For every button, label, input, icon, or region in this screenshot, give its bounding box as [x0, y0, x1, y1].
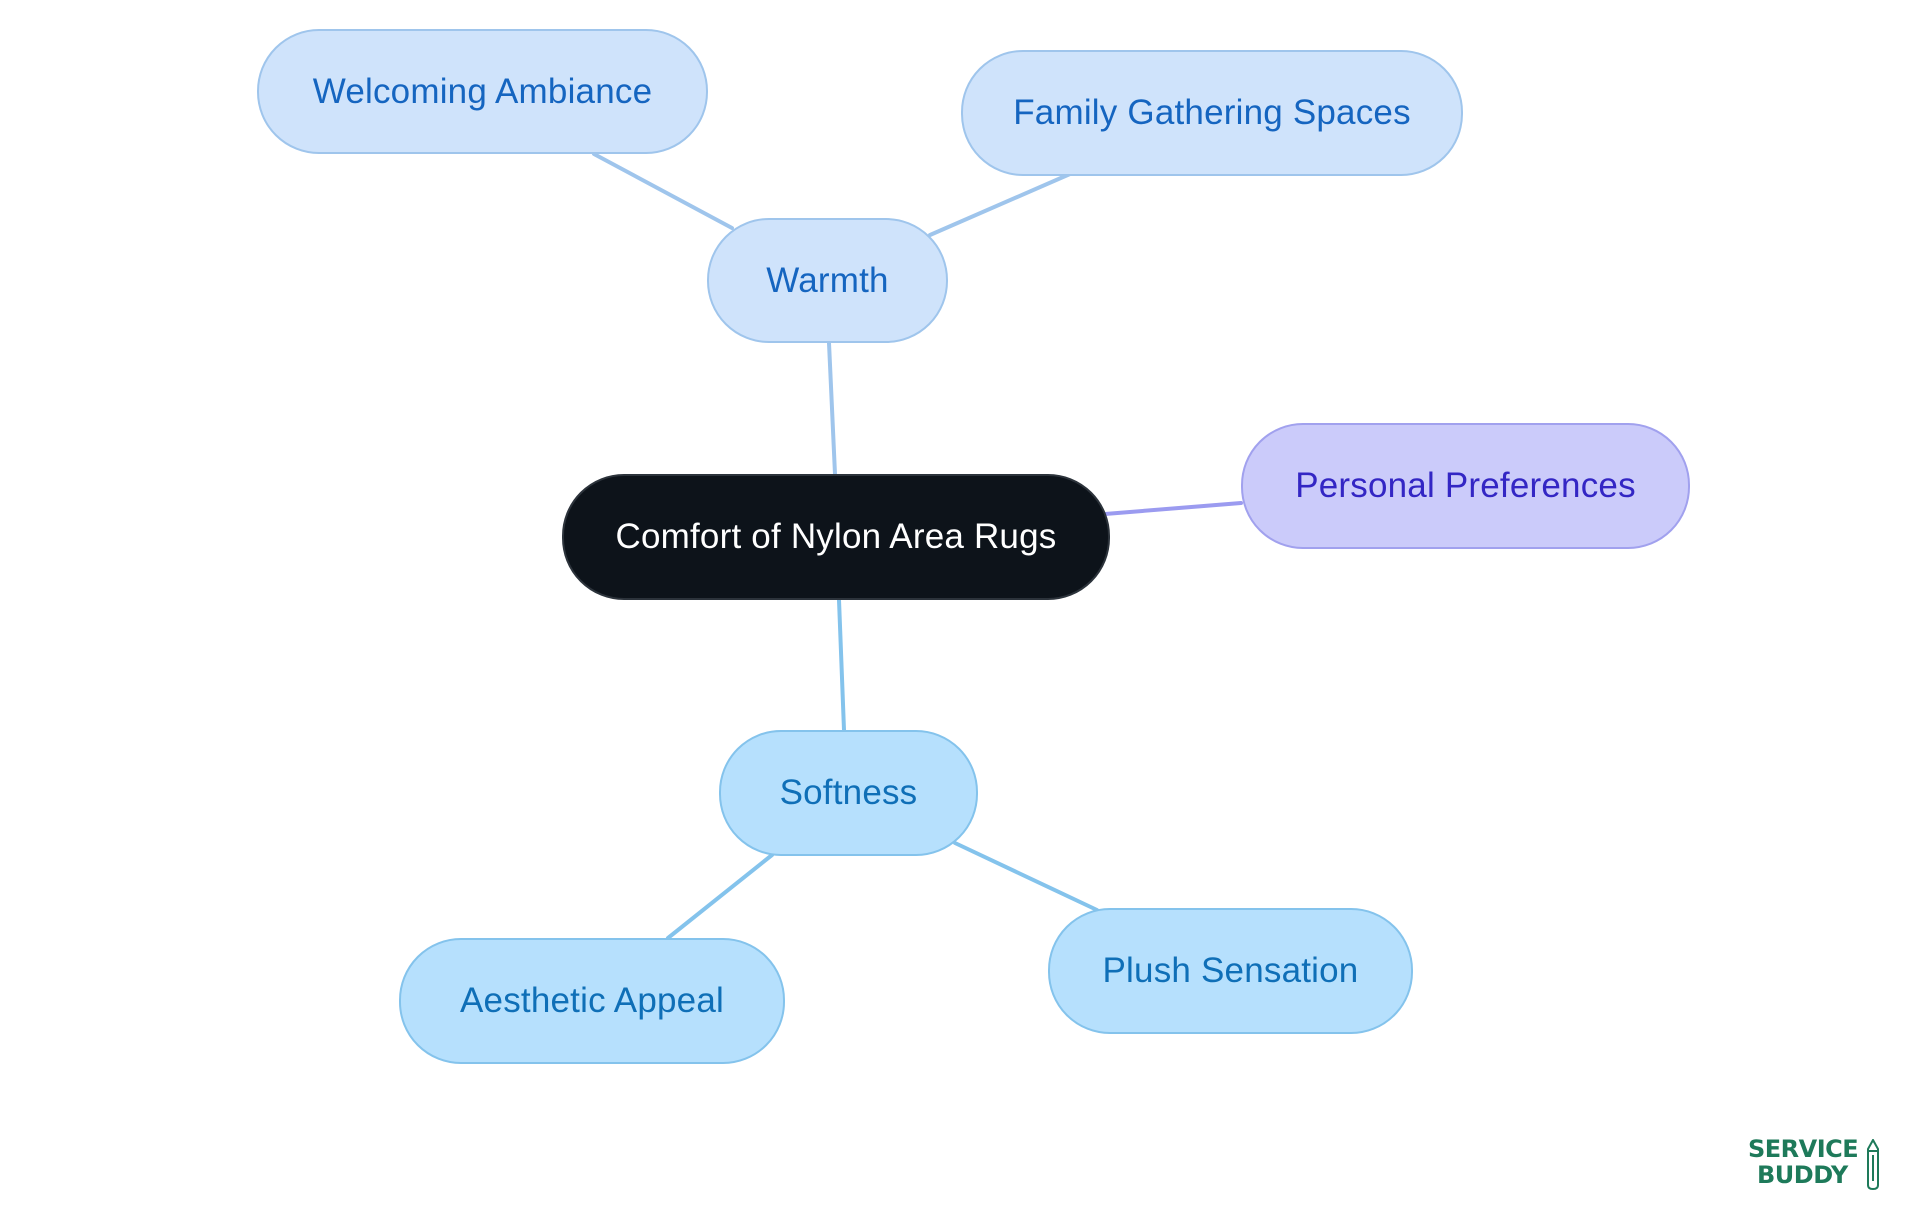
node-aesthetic-appeal-label: Aesthetic Appeal — [460, 981, 724, 1020]
node-warmth[interactable]: Warmth — [707, 218, 948, 343]
root-node-label: Comfort of Nylon Area Rugs — [615, 517, 1057, 556]
node-welcoming-ambiance-label: Welcoming Ambiance — [312, 71, 653, 111]
node-softness[interactable]: Softness — [719, 730, 978, 856]
node-softness-label: Softness — [779, 773, 918, 812]
edge-softness-plush — [953, 841, 1099, 912]
node-personal-preferences-label: Personal Preferences — [1295, 466, 1636, 505]
node-aesthetic-appeal[interactable]: Aesthetic Appeal — [399, 938, 785, 1064]
logo-line-2: BUDDY — [1757, 1161, 1848, 1189]
node-plush-sensation-label: Plush Sensation — [1102, 951, 1359, 990]
service-buddy-logo: SERVICE BUDDY — [1748, 1137, 1883, 1192]
logo-line-1: SERVICE — [1748, 1135, 1859, 1163]
edge-root-warmth — [827, 341, 837, 476]
edge-softness-aesthetic — [666, 853, 774, 940]
node-family-gathering-spaces[interactable]: Family Gathering Spaces — [961, 50, 1463, 176]
node-warmth-label: Warmth — [766, 260, 889, 300]
edge-root-pref — [1103, 501, 1243, 516]
edge-warmth-welcoming — [592, 152, 734, 230]
node-personal-preferences[interactable]: Personal Preferences — [1241, 423, 1690, 549]
pencil-icon — [1867, 1139, 1879, 1191]
edge-root-softness — [837, 598, 846, 732]
node-plush-sensation[interactable]: Plush Sensation — [1048, 908, 1413, 1034]
node-family-gathering-spaces-label: Family Gathering Spaces — [1013, 93, 1411, 132]
root-node[interactable]: Comfort of Nylon Area Rugs — [562, 474, 1110, 600]
node-welcoming-ambiance[interactable]: Welcoming Ambiance — [257, 29, 708, 154]
edge-warmth-family — [928, 172, 1072, 237]
